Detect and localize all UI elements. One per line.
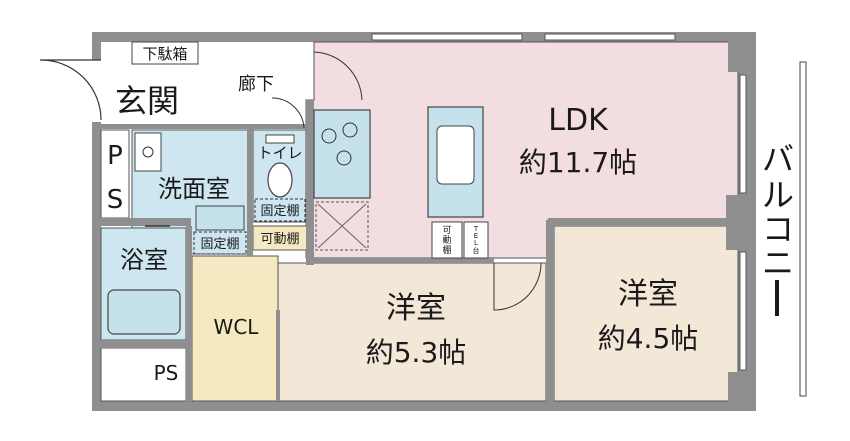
wall-ldk-bottom	[306, 258, 494, 263]
balcony-char-1: バ	[762, 140, 794, 178]
ldk-shelf-box	[431, 221, 463, 259]
fridge-cross	[317, 203, 367, 249]
ps-bottom-area	[100, 347, 187, 402]
entrance-door-swing	[39, 59, 102, 121]
wall-ps-bottom-top	[101, 340, 186, 348]
fixed-shelf-toilet-outline	[254, 198, 306, 222]
ldk-door-swing	[313, 51, 363, 101]
toilet-door-swing	[271, 97, 305, 129]
western-room-2-name: 洋室	[618, 277, 678, 312]
fixed-shelf-washroom-label: 固定棚	[200, 237, 239, 252]
wall-room-divider	[546, 220, 554, 401]
wall-hall-bottom	[101, 124, 307, 129]
tel-char-l: L	[474, 239, 478, 247]
wash-basin	[142, 146, 154, 158]
wash-basin-counter	[134, 132, 162, 172]
fixed-shelf-washroom-outline	[193, 231, 247, 255]
room1-door-swing	[493, 262, 542, 311]
window-right-1	[739, 74, 747, 194]
pillar-right-mid	[726, 195, 756, 250]
hallway-label: 廊下	[238, 74, 274, 95]
western-room-2-floor	[553, 225, 739, 402]
washroom-label: 洗面室	[158, 175, 230, 203]
tel-char-t: T	[473, 225, 479, 233]
window-top-2	[544, 33, 676, 41]
shoe-cabinet-box	[131, 41, 199, 65]
wcl-label: WCL	[214, 315, 260, 339]
western-room-1-floor	[277, 262, 547, 402]
pillar-right-top	[728, 32, 756, 72]
ldk-shelf-char-2: 動	[442, 235, 451, 246]
stove-burner-3	[336, 150, 352, 166]
wall-washroom-right	[247, 129, 253, 256]
western-room-1-name: 洋室	[386, 291, 446, 326]
wall-room2-top	[548, 218, 738, 226]
wall-wcl-right	[276, 310, 280, 401]
balcony-char-2: ル	[762, 176, 794, 214]
movable-shelf-label: 可動棚	[260, 232, 299, 247]
window-right-2	[739, 251, 747, 371]
window-top-1	[371, 33, 523, 41]
bathroom-label: 浴室	[120, 246, 168, 274]
pillar-right-bottom	[728, 372, 756, 411]
kitchen-counter	[313, 109, 371, 199]
entrance-label: 玄関	[115, 82, 179, 120]
ps-bottom-label: PS	[154, 361, 179, 385]
pillar-top-left	[92, 32, 132, 42]
stove-burner-2	[342, 122, 358, 138]
toilet-label: トイレ	[257, 144, 302, 162]
entrance-opening	[92, 60, 102, 122]
tel-box	[463, 221, 489, 259]
tel-char-dai: 台	[473, 246, 480, 255]
bathtub	[107, 289, 181, 335]
fixed-shelf-toilet-label: 固定棚	[260, 204, 299, 219]
ps-top-label-p: P	[107, 141, 123, 171]
ps-top-label-s: S	[107, 185, 124, 215]
ldk-shelf-char-3: 棚	[442, 244, 451, 256]
tel-char-e: E	[474, 232, 478, 240]
western-room-1-size: 約5.3帖	[366, 336, 467, 369]
balcony-rail	[799, 61, 807, 397]
toilet-tank	[265, 134, 295, 144]
ldk-size: 約11.7帖	[519, 146, 637, 179]
ldk-shelf-char-1: 可	[442, 225, 451, 236]
ldk-name: LDK	[548, 103, 609, 138]
stove-burner-1	[321, 128, 337, 144]
wall-bath-top	[101, 218, 191, 226]
washroom-shelf-box	[195, 205, 245, 231]
toilet-bowl	[267, 162, 293, 198]
wall-bath-right	[186, 226, 192, 401]
balcony-char-3: コ	[762, 210, 794, 248]
western-room-2-size: 約4.5帖	[598, 322, 699, 355]
shoe-cabinet-label: 下駄箱	[142, 45, 187, 63]
kitchen-sink	[436, 125, 475, 185]
fridge-space	[315, 201, 369, 251]
wall-kitchen-left	[306, 100, 314, 265]
balcony-long-dash	[775, 280, 779, 316]
balcony-char-4: ニ	[762, 244, 794, 282]
